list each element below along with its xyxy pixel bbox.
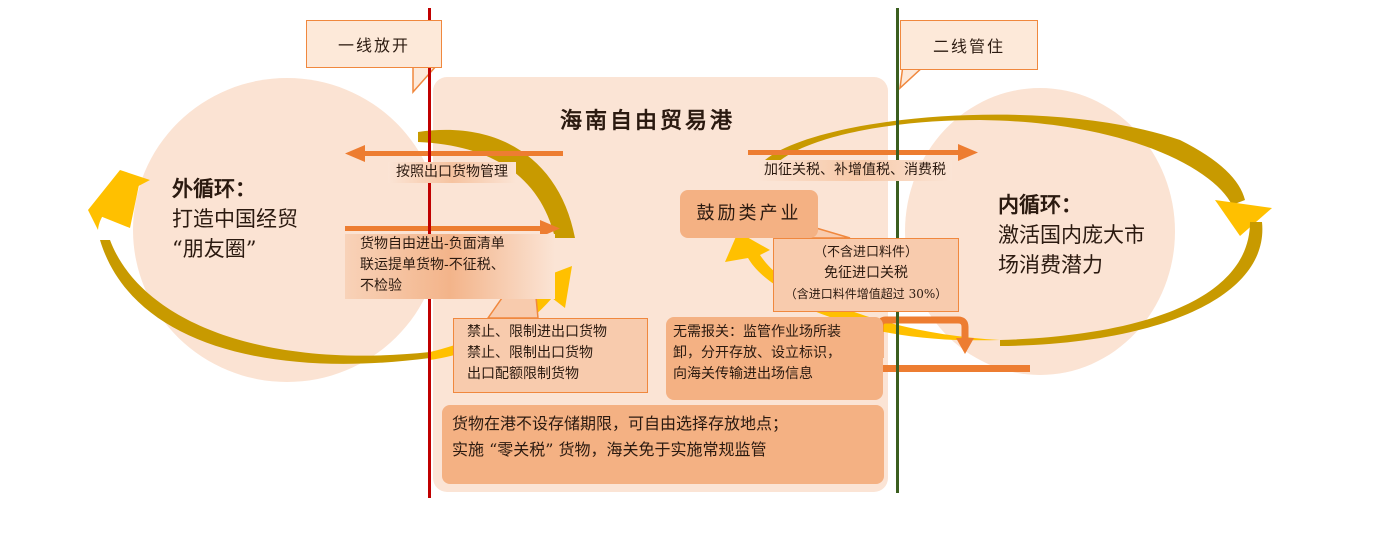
- storage-line-2: 实施 “零关税” 货物，海关免于实施常规监管: [452, 440, 767, 459]
- inner-loop-bottom-yellow: [790, 288, 1000, 341]
- outer-loop-top-arrow: [418, 129, 575, 238]
- page-title: 海南自由贸易港: [560, 108, 736, 134]
- prohibit-line-3: 出口配额限制货物: [467, 366, 579, 382]
- prohibited-goods-box: 禁止、限制进出口货物 禁止、限制出口货物 出口配额限制货物: [453, 318, 648, 393]
- no-declaration-box: 无需报关：监管作业场所装 卸，分开存放、设立标识， 向海关传输进出场信息: [666, 317, 883, 400]
- exempt-line-2: 免征进口关税: [824, 265, 908, 281]
- outer-circulation: 外循环： 打造中国经贸 “朋友圈”: [172, 174, 298, 264]
- inner-desc-2: 场消费潜力: [998, 253, 1103, 277]
- outer-desc-1: 打造中国经贸: [172, 207, 298, 231]
- inner-loop-top-arc: [765, 114, 1245, 205]
- exempt-line-3: （含进口料件增值超过 30%）: [784, 287, 948, 301]
- inner-circulation: 内循环： 激活国内庞大市 场消费潜力: [998, 190, 1145, 280]
- second-line-callout: 二线管住: [900, 20, 1038, 70]
- encouraged-industry-box: 鼓励类产业: [680, 190, 818, 238]
- storage-line-1: 货物在港不设存储期限，可自由选择存放地点；: [452, 414, 789, 433]
- storage-policy-box: 货物在港不设存储期限，可自由选择存放地点； 实施 “零关税” 货物，海关免于实施…: [442, 405, 884, 484]
- taxes-label: 加征关税、补增值税、消费税: [758, 160, 952, 181]
- inner-title: 内循环：: [998, 192, 1082, 217]
- outer-loop-left-head: [90, 180, 140, 228]
- prohibit-line-2: 禁止、限制出口货物: [467, 345, 593, 361]
- no-declare-line-2: 卸，分开存放、设立标识，: [673, 345, 841, 361]
- outer-loop-bottom-yellow: [430, 266, 572, 360]
- free-goods-box: 货物自由进出-负面清单 联运提单货物-不征税、 不检验: [345, 234, 555, 299]
- inner-loop-right-head: [1215, 200, 1272, 236]
- free-goods-line-3: 不检验: [360, 278, 402, 294]
- prohibit-line-1: 禁止、限制进出口货物: [467, 324, 607, 340]
- free-goods-line-2: 联运提单货物-不征税、: [360, 257, 505, 273]
- no-declare-line-1: 无需报关：监管作业场所装: [673, 324, 841, 340]
- arrow-right-head: [540, 220, 560, 237]
- export-management-label: 按照出口货物管理: [388, 162, 516, 183]
- free-goods-line-1: 货物自由进出-负面清单: [360, 236, 505, 252]
- arrow-left-head: [345, 145, 365, 162]
- arrow-right-head: [958, 144, 978, 161]
- tariff-exemption-box: （不含进口料件） 免征进口关税 （含进口料件增值超过 30%）: [773, 238, 959, 312]
- outer-desc-2: “朋友圈”: [172, 237, 257, 261]
- outer-title: 外循环：: [172, 176, 256, 201]
- no-declare-line-3: 向海关传输进出场信息: [673, 366, 813, 382]
- exempt-line-1: （不含进口料件）: [813, 245, 918, 260]
- first-line-callout: 一线放开: [306, 20, 442, 68]
- inner-desc-1: 激活国内庞大市: [998, 223, 1145, 247]
